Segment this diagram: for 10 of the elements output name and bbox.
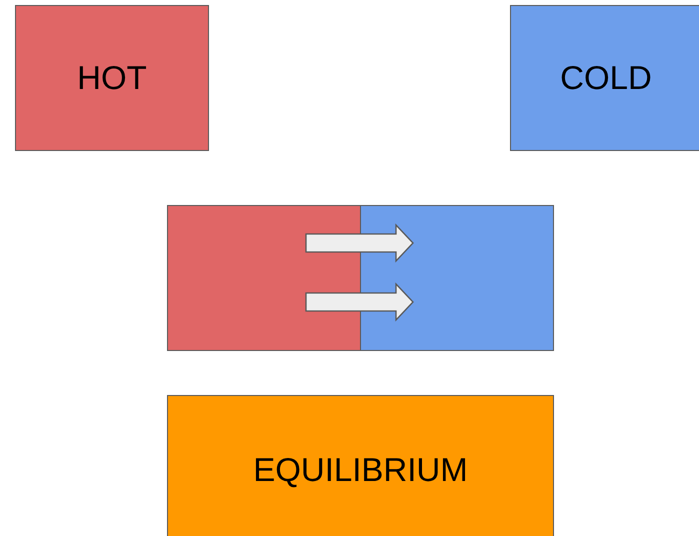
box-label: HOT: [77, 59, 147, 97]
cold-half-box: [360, 205, 554, 351]
box-label: EQUILIBRIUM: [253, 451, 468, 489]
cold-box: [510, 5, 699, 151]
hot-box: [15, 5, 209, 151]
equilibrium-box: [167, 395, 554, 536]
block-arrow: [305, 282, 414, 322]
block-arrow: [305, 223, 414, 263]
hot-half-box: [167, 205, 361, 351]
box-label: COLD: [560, 59, 652, 97]
